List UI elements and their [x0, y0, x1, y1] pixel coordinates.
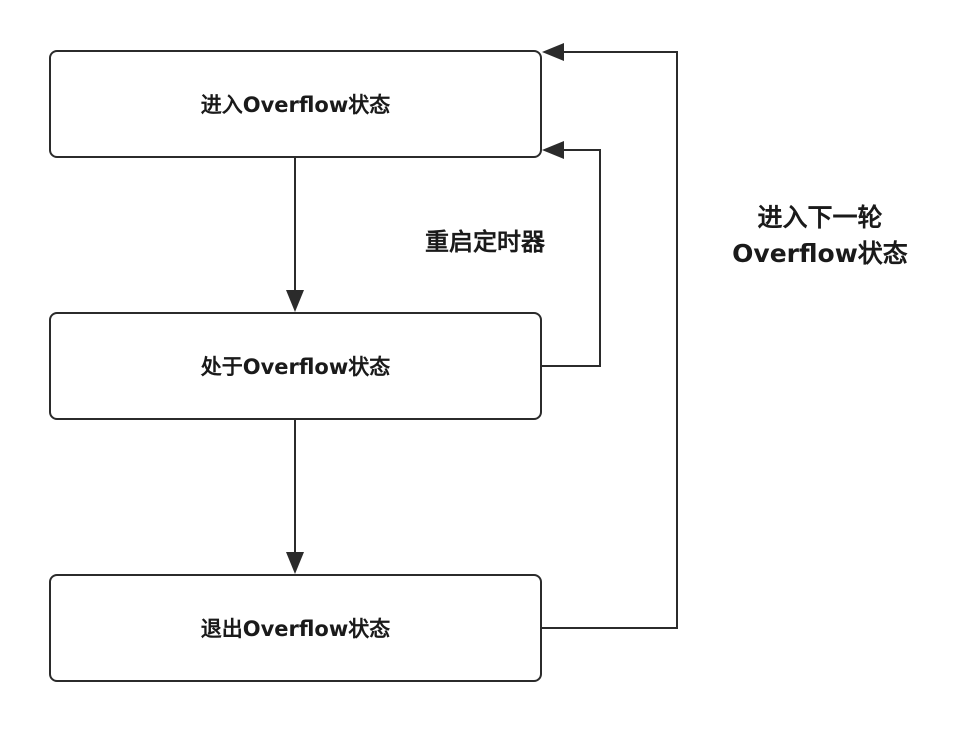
arrow-restart-timer-line: [542, 149, 601, 367]
arrow-restart-timer-head: [542, 141, 564, 159]
arrow-next-round-head: [542, 43, 564, 61]
node-enter-overflow-label: 进入Overflow状态: [200, 93, 391, 117]
node-in-overflow: 处于Overflow状态: [49, 312, 542, 420]
edge-label-next-round-line2: Overflow状态: [732, 239, 908, 268]
arrow-next-round-line: [542, 51, 678, 629]
arrow-in-to-exit-head: [286, 552, 304, 574]
node-enter-overflow: 进入Overflow状态: [49, 50, 542, 158]
node-exit-overflow: 退出Overflow状态: [49, 574, 542, 682]
edge-label-next-round: 进入下一轮 Overflow状态: [700, 200, 940, 272]
node-exit-overflow-label: 退出Overflow状态: [200, 617, 391, 641]
edge-label-restart-timer: 重启定时器: [425, 228, 545, 256]
edge-label-next-round-line1: 进入下一轮: [757, 203, 883, 232]
node-in-overflow-label: 处于Overflow状态: [200, 355, 391, 379]
arrow-enter-to-in-head: [286, 290, 304, 312]
